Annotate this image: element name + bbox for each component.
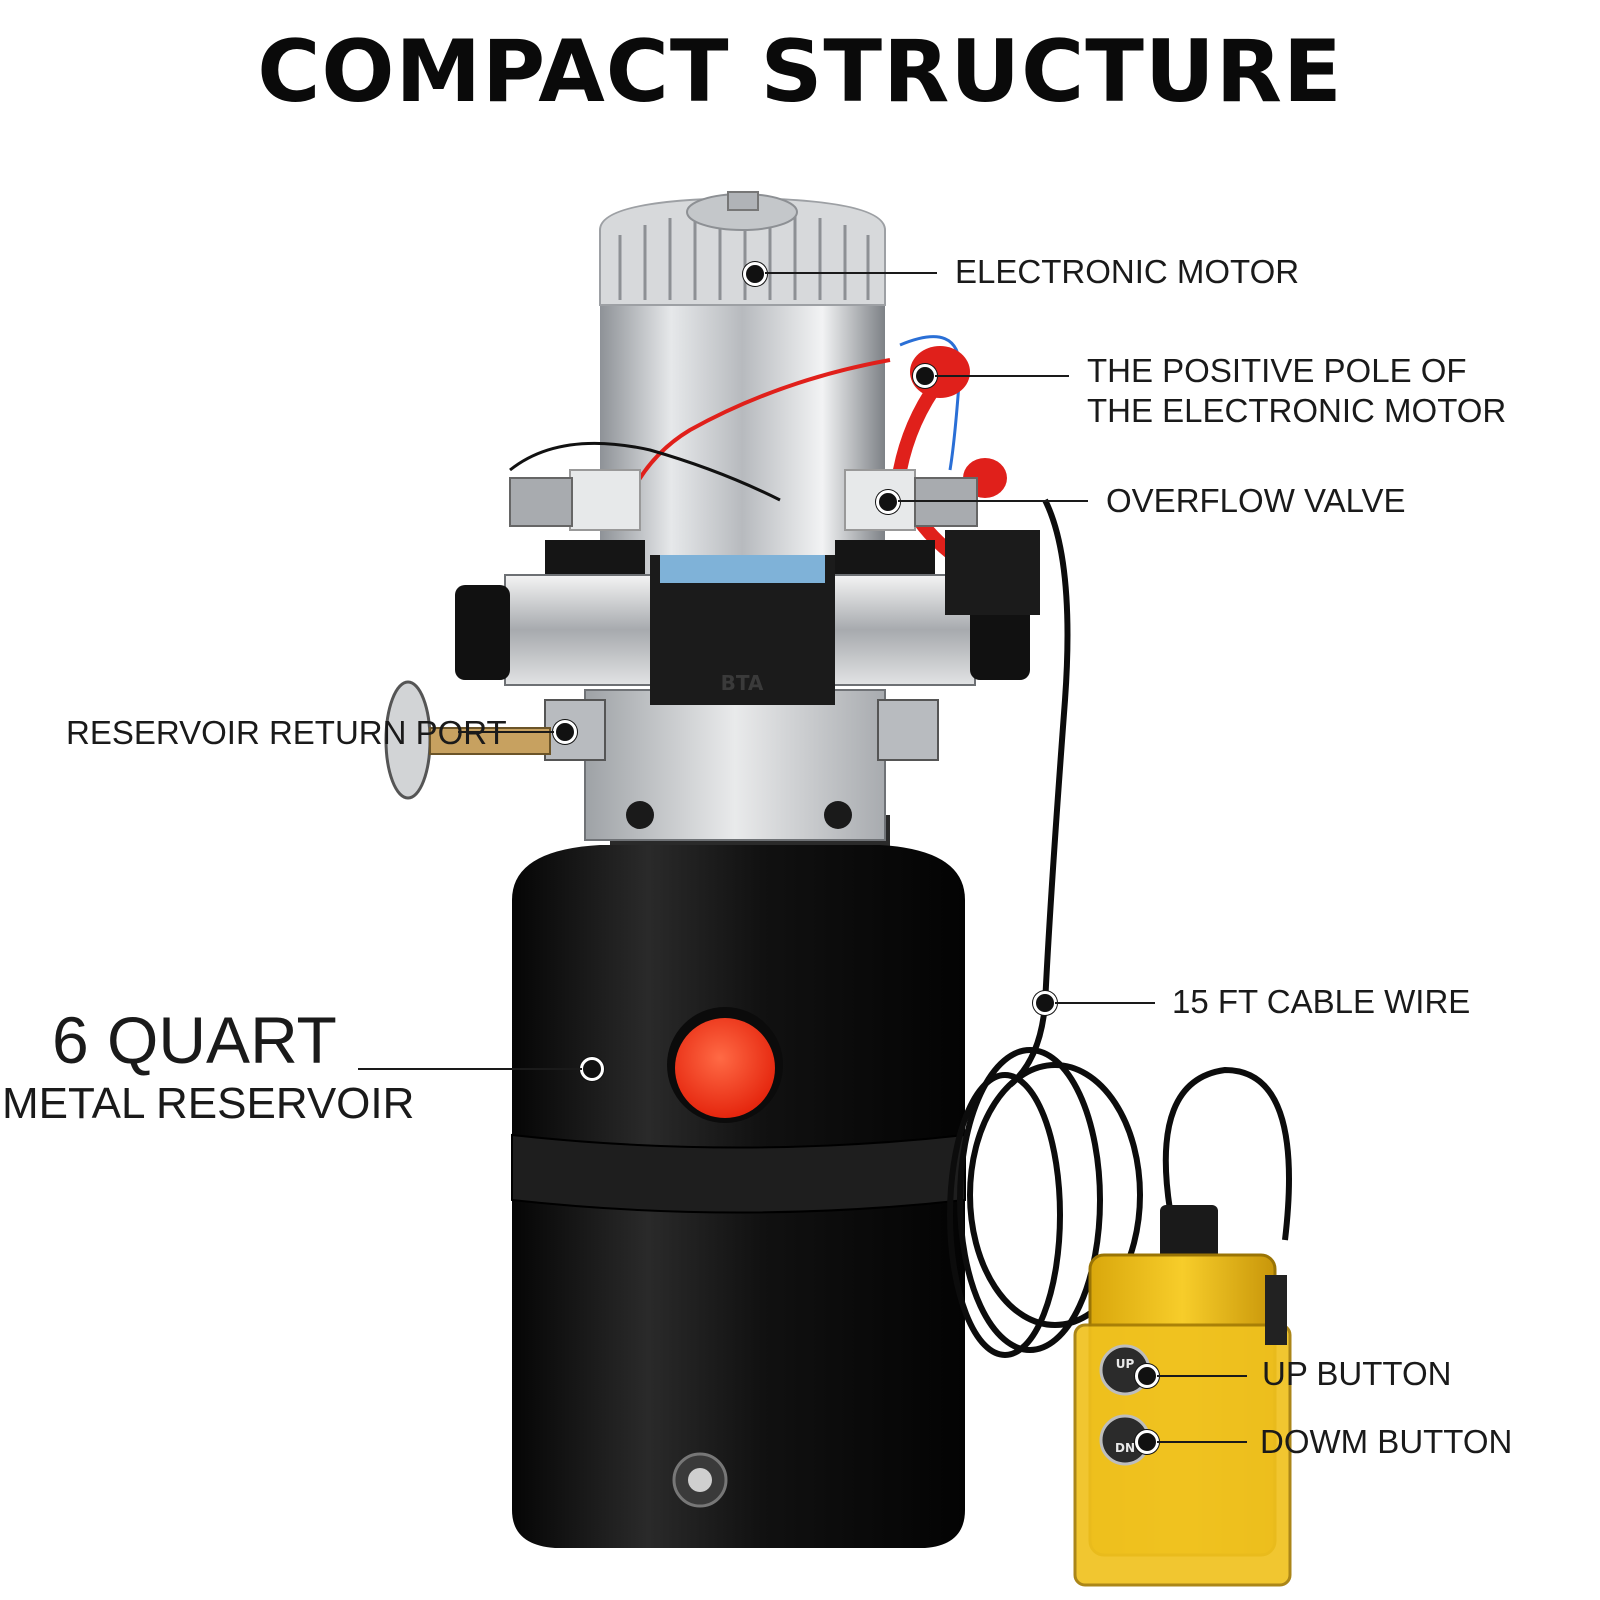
cable-marker [1033, 991, 1057, 1015]
motor-label: ELECTRONIC MOTOR [955, 253, 1300, 290]
reservoir-label-line2: METAL RESERVOIR [2, 1079, 415, 1128]
cable-leader [1055, 1002, 1155, 1004]
reservoir-leader [358, 1068, 582, 1070]
pendant-down-label: DN [1115, 1441, 1135, 1455]
cable-label: 15 FT CABLE WIRE [1172, 983, 1471, 1020]
return-port-marker [553, 720, 577, 744]
up-button-label: UP BUTTON [1262, 1355, 1452, 1392]
positive-pole-label-line2: THE ELECTRONIC MOTOR [1087, 392, 1507, 429]
up-button-leader [1157, 1375, 1247, 1377]
down-button-marker [1135, 1430, 1159, 1454]
positive-pole-marker [913, 364, 937, 388]
return-port-leader [458, 731, 554, 733]
return-port-label: RESERVOIR RETURN PORT [66, 714, 507, 751]
motor-marker [743, 262, 767, 286]
manifold-block [544, 689, 939, 841]
positive-pole-label-line1: THE POSITIVE POLE OF [1087, 352, 1467, 389]
solenoid-valve: BTA [455, 469, 1040, 705]
page-title: COMPACT STRUCTURE [257, 22, 1343, 122]
positive-pole-leader [935, 375, 1069, 377]
overflow-valve-leader [898, 500, 1088, 502]
valve-brand-label: BTA [721, 671, 764, 695]
overflow-valve-marker [876, 490, 900, 514]
pendant-controller: UP DN [1073, 1205, 1292, 1587]
down-button-label: DOWM BUTTON [1260, 1423, 1513, 1460]
overflow-valve-label: OVERFLOW VALVE [1106, 482, 1406, 519]
motor-leader [765, 272, 937, 274]
pendant-up-label: UP [1116, 1357, 1135, 1371]
reservoir-marker [580, 1057, 604, 1081]
down-button-leader [1157, 1441, 1247, 1443]
up-button-marker [1135, 1364, 1159, 1388]
electronic-motor [599, 191, 886, 580]
reservoir-label-line1: 6 QUART [52, 1003, 337, 1077]
metal-reservoir-tank [511, 815, 966, 1548]
cable-wire [947, 498, 1292, 1358]
filler-cap [667, 1007, 783, 1123]
